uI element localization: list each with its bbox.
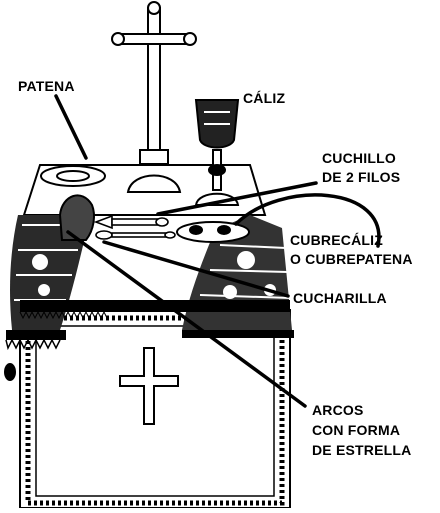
leader-cuchillo bbox=[156, 181, 318, 216]
label-cuchillo-line2: DE 2 FILOS bbox=[322, 169, 401, 185]
standing-crucifix bbox=[111, 1, 197, 193]
leader-cubrecaliz bbox=[234, 193, 381, 248]
label-cubrecaliz-line2: O CUBREPATENA bbox=[290, 251, 413, 267]
star-arcs-object bbox=[58, 194, 95, 241]
label-arcos-line2: CON FORMA bbox=[312, 422, 401, 438]
leader-cucharilla bbox=[102, 240, 290, 298]
altar-fringe bbox=[19, 300, 290, 320]
front-cross bbox=[119, 347, 179, 425]
label-arcos-line1: ARCOS bbox=[312, 402, 364, 418]
paten bbox=[40, 165, 106, 187]
label-patena: PATENA bbox=[18, 78, 75, 94]
label-cucharilla: CUCHARILLA bbox=[293, 290, 387, 306]
chalice-veil bbox=[176, 221, 250, 243]
spoon bbox=[95, 230, 176, 240]
two-edged-knife bbox=[93, 214, 169, 230]
leader-arcos bbox=[66, 230, 307, 408]
leader-patena bbox=[54, 94, 88, 160]
label-arcos-line3: DE ESTRELLA bbox=[312, 442, 412, 458]
label-cubrecaliz-line1: CUBRECÁLIZ bbox=[290, 232, 383, 248]
leader-lines bbox=[54, 94, 381, 408]
label-cuchillo-line1: CUCHILLO bbox=[322, 150, 396, 166]
chalice bbox=[194, 99, 240, 206]
label-caliz: CÁLIZ bbox=[243, 90, 286, 106]
